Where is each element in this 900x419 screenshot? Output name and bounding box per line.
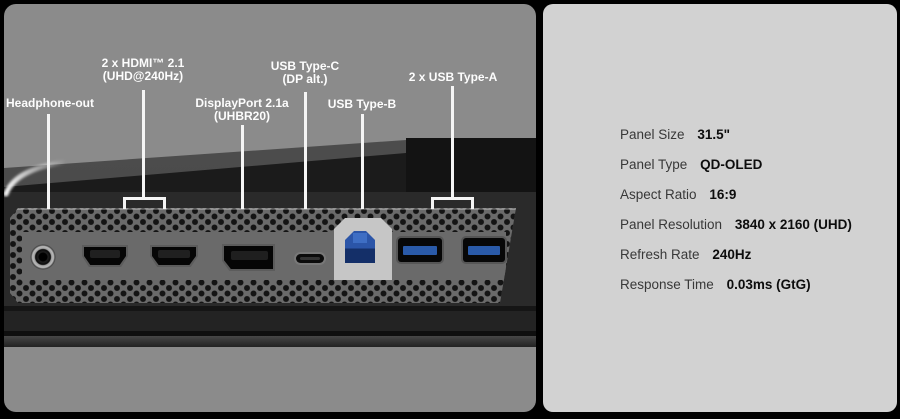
label-usb-c-line1: USB Type-C [270,59,340,73]
spec-row-panel-type: Panel Type QD-OLED [620,150,897,180]
label-usb-c: USB Type-C (DP alt.) [245,60,365,86]
label-usb-b-line1: USB Type-B [327,97,397,111]
label-headphone-out-line1: Headphone-out [6,96,94,110]
spec-value: 0.03ms (GtG) [726,277,811,292]
monitor-right-section [406,138,536,196]
spec-value: 31.5" [697,127,730,142]
usb-c-port-icon [294,252,326,265]
port-strip [10,208,522,303]
spec-row-response-time: Response Time 0.03ms (GtG) [620,270,897,300]
spec-label: Panel Resolution [620,217,723,232]
spec-row-refresh-rate: Refresh Rate 240Hz [620,240,897,270]
monitor-lower-band-4 [4,336,536,347]
spec-list: Panel Size 31.5" Panel Type QD-OLED Aspe… [543,4,897,300]
leader-line-usb-a-stem [451,86,454,197]
leader-line-hdmi-stem [142,90,145,200]
label-usb-b: USB Type-B [302,98,422,111]
spec-row-panel-size: Panel Size 31.5" [620,120,897,150]
leader-bracket-hdmi-leg-1 [123,197,126,209]
leader-line-headphone [47,114,50,209]
rear-ports-diagram-card: Headphone-out 2 x HDMI™ 2.1 (UHD@240Hz) … [4,4,536,412]
leader-bracket-hdmi-leg-2 [163,197,166,209]
spec-label: Refresh Rate [620,247,700,262]
leader-bracket-usb-a-leg-2 [471,197,474,209]
label-displayport: DisplayPort 2.1a (UHBR20) [169,97,315,123]
spec-value: QD-OLED [700,157,763,172]
spec-label: Panel Size [620,127,685,142]
hdmi-port-1-icon [82,245,128,267]
spec-value: 3840 x 2160 (UHD) [734,217,852,232]
monitor-lower-band-2 [4,311,536,331]
panel-specs-card: Panel Size 31.5" Panel Type QD-OLED Aspe… [543,4,897,412]
spec-row-panel-resolution: Panel Resolution 3840 x 2160 (UHD) [620,210,897,240]
usb-a-port-2-icon [463,238,505,262]
label-displayport-line1: DisplayPort 2.1a [195,96,289,110]
spec-label: Panel Type [620,157,688,172]
spec-value: 240Hz [712,247,752,262]
label-usb-a: 2 x USB Type-A [380,71,526,84]
label-hdmi: 2 x HDMI™ 2.1 (UHD@240Hz) [70,57,216,83]
hdmi-port-2-icon [150,245,198,267]
leader-bracket-hdmi [123,197,166,200]
monitor-lower-band-3 [4,331,536,336]
spec-row-aspect-ratio: Aspect Ratio 16:9 [620,180,897,210]
leader-line-usb-b [361,114,364,209]
spec-value: 16:9 [709,187,737,202]
headphone-jack-icon [30,244,56,270]
label-displayport-line2: (UHBR20) [213,109,270,123]
spec-label: Aspect Ratio [620,187,697,202]
leader-bracket-usb-a-leg-1 [431,197,434,209]
usb-b-port-icon [342,228,378,266]
label-hdmi-line2: (UHD@240Hz) [102,69,184,83]
usb-a-port-1-icon [398,238,442,262]
label-usb-a-line1: 2 x USB Type-A [408,70,498,84]
label-headphone-out: Headphone-out [4,97,96,110]
spec-label: Response Time [620,277,714,292]
label-hdmi-line1: 2 x HDMI™ 2.1 [101,56,185,70]
displayport-port-icon [222,244,275,271]
leader-bracket-usb-a [431,197,474,200]
leader-line-displayport [241,125,244,209]
label-usb-c-line2: (DP alt.) [282,72,328,86]
strip-top-highlight [10,208,522,210]
monitor-lower-band-1 [4,306,536,311]
edge-highlight [4,159,69,197]
